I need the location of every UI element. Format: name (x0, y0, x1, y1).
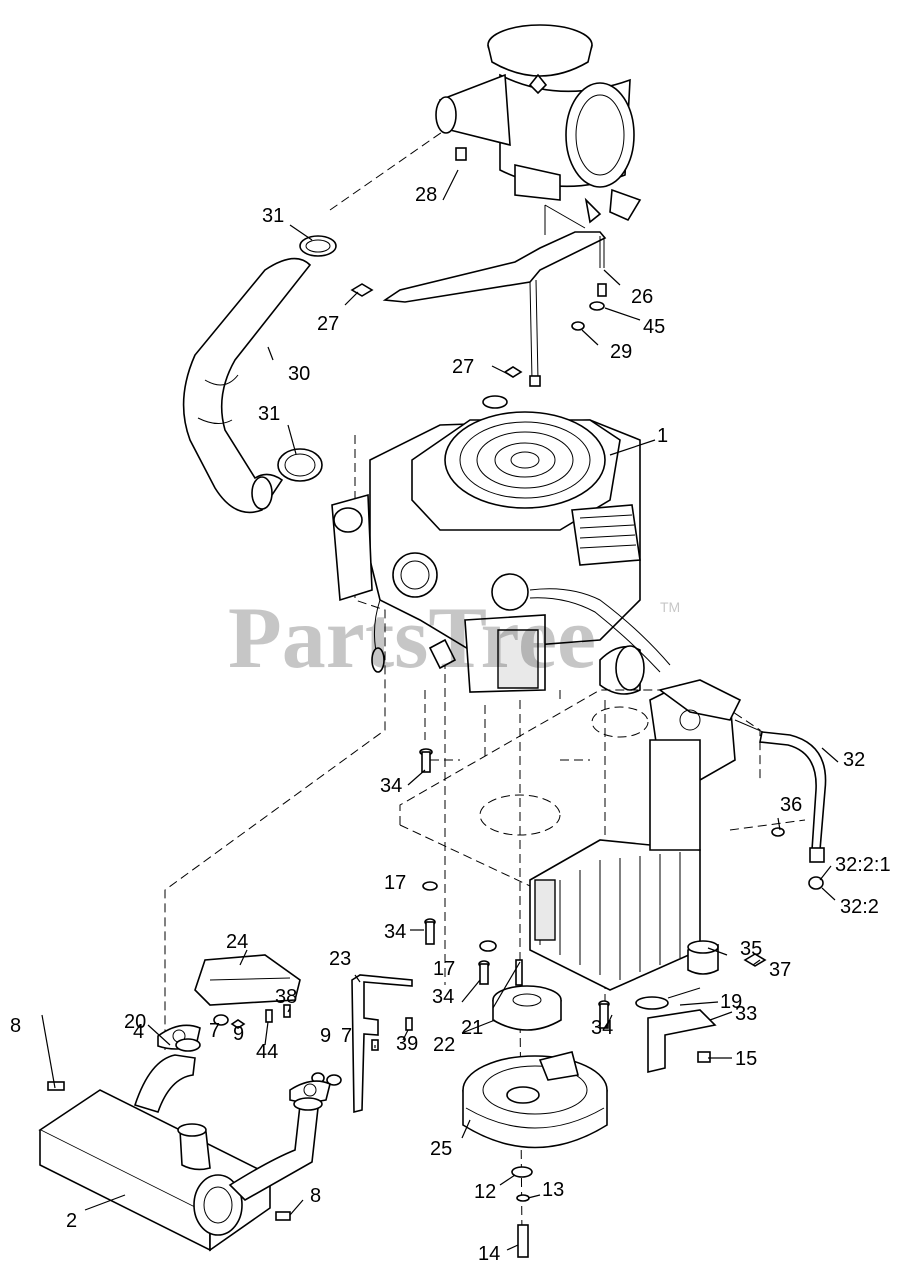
callout-39[interactable]: 39 (396, 1033, 418, 1055)
callout-26[interactable]: 26 (631, 286, 653, 308)
callout-25[interactable]: 25 (430, 1138, 452, 1160)
callout-45[interactable]: 45 (643, 316, 665, 338)
callout-15[interactable]: 15 (735, 1048, 757, 1070)
callout-labels: 1 2 4 7 7 8 8 9 9 12 13 14 15 17 17 19 2… (10, 184, 891, 1265)
bracket-hardware (350, 147, 607, 387)
callout-31b[interactable]: 31 (258, 403, 280, 425)
watermark-tm: TM (660, 599, 680, 615)
mount-bracket-assembly[interactable] (529, 739, 701, 991)
callout-29[interactable]: 29 (610, 341, 632, 363)
callout-7a[interactable]: 7 (209, 1020, 220, 1042)
callout-34d[interactable]: 34 (591, 1017, 613, 1039)
callout-13[interactable]: 13 (542, 1179, 564, 1201)
hose-clamps[interactable] (277, 235, 337, 482)
callout-19[interactable]: 19 (720, 991, 742, 1013)
callout-32-2-1[interactable]: 32:2:1 (835, 854, 891, 876)
vertical-bracket[interactable] (351, 974, 413, 1114)
hydro-hose[interactable] (759, 731, 827, 890)
intake-hose[interactable] (182, 257, 312, 514)
callout-17b[interactable]: 17 (433, 958, 455, 980)
callout-20[interactable]: 20 (124, 1011, 146, 1033)
callout-36[interactable]: 36 (780, 794, 802, 816)
callout-27a[interactable]: 27 (317, 313, 339, 335)
callout-37[interactable]: 37 (769, 959, 791, 981)
callout-14[interactable]: 14 (478, 1243, 500, 1265)
air-cleaner[interactable] (435, 24, 642, 224)
watermark: PartsTree TM (228, 590, 680, 687)
watermark-text: PartsTree (228, 590, 596, 687)
callout-21[interactable]: 21 (461, 1017, 483, 1039)
air-cleaner-bracket[interactable] (382, 204, 607, 381)
callout-8a[interactable]: 8 (10, 1015, 21, 1037)
callout-44[interactable]: 44 (256, 1041, 278, 1063)
callout-8b[interactable]: 8 (310, 1185, 321, 1207)
callout-22[interactable]: 22 (433, 1034, 455, 1056)
callout-30[interactable]: 30 (288, 363, 310, 385)
callout-24[interactable]: 24 (226, 931, 248, 953)
muffler[interactable] (38, 1038, 323, 1252)
callout-32-2[interactable]: 32:2 (840, 896, 879, 918)
callout-34b[interactable]: 34 (384, 921, 406, 943)
callout-9b[interactable]: 9 (320, 1025, 331, 1047)
anti-rotation-bracket[interactable] (635, 987, 717, 1074)
callout-38[interactable]: 38 (275, 986, 297, 1008)
pto-clutch[interactable] (462, 1051, 608, 1149)
callout-34a[interactable]: 34 (380, 775, 402, 797)
muffler-bracket[interactable] (194, 954, 301, 1006)
bracket-small-hardware (213, 1004, 413, 1086)
engine[interactable] (331, 395, 671, 695)
callout-35[interactable]: 35 (740, 938, 762, 960)
callout-33[interactable]: 33 (735, 1003, 757, 1025)
leader-lines (41, 169, 839, 1251)
callout-23[interactable]: 23 (329, 948, 351, 970)
callout-17a[interactable]: 17 (384, 872, 406, 894)
callout-12[interactable]: 12 (474, 1181, 496, 1203)
callout-34c[interactable]: 34 (432, 986, 454, 1008)
callout-28[interactable]: 28 (415, 184, 437, 206)
frame-hardware (419, 748, 785, 1029)
callout-32[interactable]: 32 (843, 749, 865, 771)
callout-7b[interactable]: 7 (341, 1025, 352, 1047)
callout-1[interactable]: 1 (657, 425, 668, 447)
callout-27b[interactable]: 27 (452, 356, 474, 378)
callout-9a[interactable]: 9 (233, 1023, 244, 1045)
pulley[interactable] (492, 959, 562, 1031)
callout-2[interactable]: 2 (66, 1210, 77, 1232)
callout-4[interactable]: 4 (133, 1021, 144, 1043)
callout-31a[interactable]: 31 (262, 205, 284, 227)
